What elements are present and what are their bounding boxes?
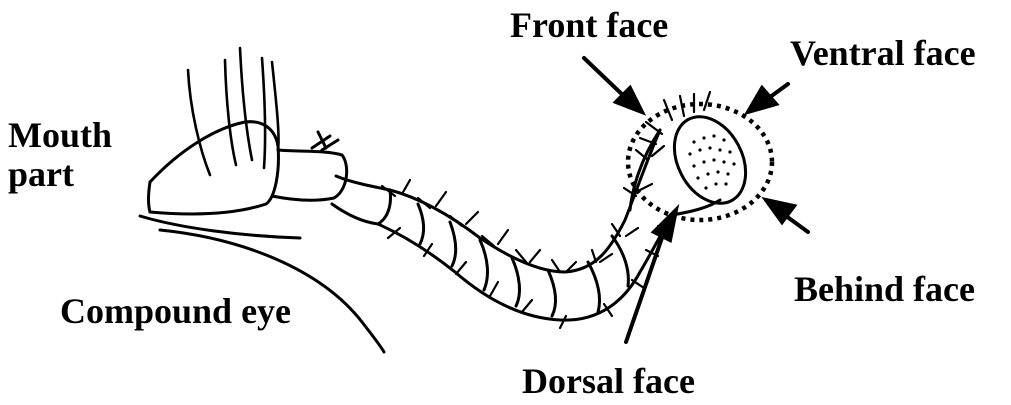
compound-eye-label: Compound eye <box>60 292 291 331</box>
front-face-arrow-shaft <box>584 58 628 100</box>
mouth-part-label: Mouth part <box>8 116 112 194</box>
sensory-pits <box>688 134 735 189</box>
sensory-plate <box>660 104 760 215</box>
flagellum-bristles <box>382 146 670 328</box>
scape <box>272 132 347 200</box>
behind-face-label: Behind face <box>794 270 975 309</box>
mouth-bristles <box>188 48 279 175</box>
flagellum-upper-edge <box>390 130 660 272</box>
ventral-face-arrowhead <box>748 88 776 112</box>
mouth-part-label-line1: Mouth <box>8 116 112 155</box>
pedicel <box>332 176 391 224</box>
head-lower-curve <box>140 216 300 238</box>
mouth-part-label-line2: part <box>8 155 112 194</box>
mouth-part-outline <box>150 122 278 214</box>
dorsal-face-label: Dorsal face <box>522 362 695 401</box>
ventral-face-label: Ventral face <box>790 34 976 73</box>
mouth-part-bottom <box>149 182 151 212</box>
front-face-label: Front face <box>510 6 668 45</box>
behind-face-arrow-shaft <box>786 216 808 232</box>
face-highlight-circle <box>628 104 772 220</box>
